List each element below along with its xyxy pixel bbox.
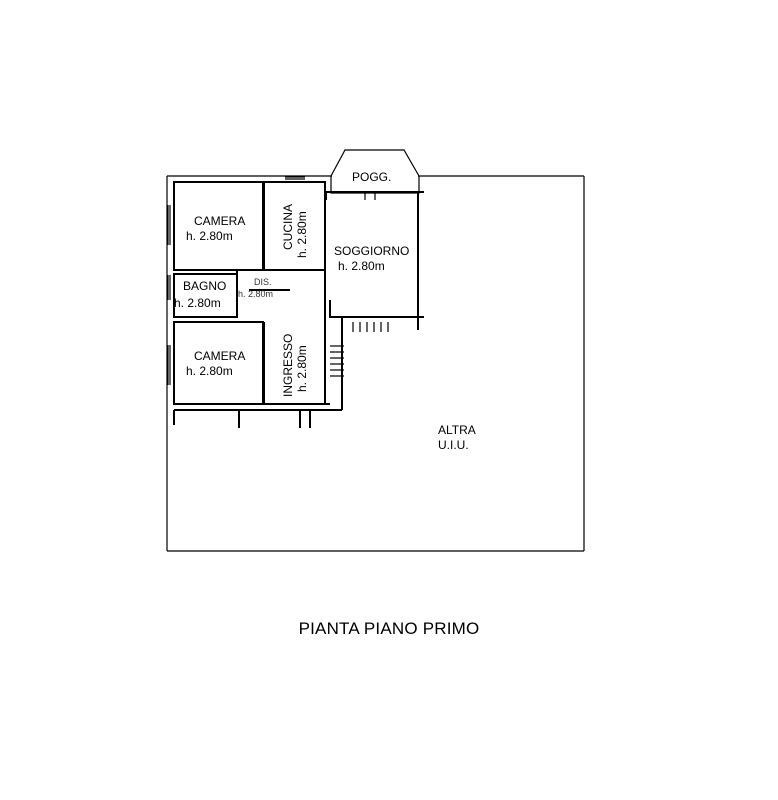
camera-top-height: h. 2.80m [186,229,233,243]
cucina-label: CUCINA [281,204,295,250]
interior-walls [173,181,424,428]
bagno-height: h. 2.80m [174,296,221,310]
plan-title: PIANTA PIANO PRIMO [298,619,480,638]
disimpegno-label: DIS. [254,277,272,287]
ingresso-height: h. 2.80m [295,345,309,392]
stairs [330,322,389,377]
altra-label: ALTRA [438,423,476,437]
windows [167,176,305,385]
altra-sub-label: U.I.U. [438,438,469,452]
camera-top-label: CAMERA [194,214,245,228]
disimpegno-height: h. 2.80m [238,289,273,299]
outer-boundary [166,175,585,552]
poggiolo-label: POGG. [352,170,391,184]
cucina-height: h. 2.80m [295,211,309,258]
camera-bottom-height: h. 2.80m [186,364,233,378]
camera-bottom-label: CAMERA [194,349,245,363]
ingresso-label: INGRESSO [281,334,295,397]
soggiorno-height: h. 2.80m [338,259,385,273]
bagno-label: BAGNO [183,279,226,293]
soggiorno-label: SOGGIORNO [334,244,409,258]
